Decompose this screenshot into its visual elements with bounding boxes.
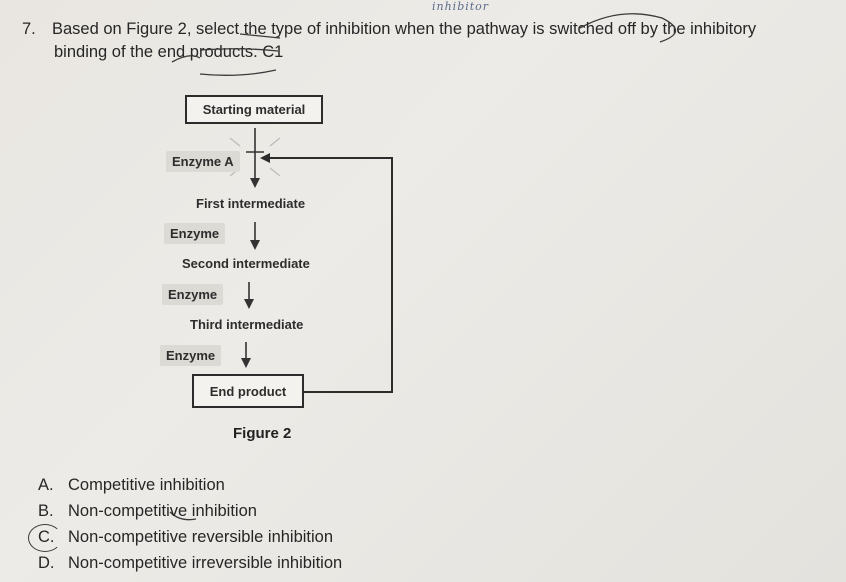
option-a-text: Competitive inhibition xyxy=(68,476,225,494)
third-intermediate-label: Third intermediate xyxy=(190,317,304,332)
starting-material-box: Starting material xyxy=(185,95,323,124)
figure-caption: Figure 2 xyxy=(233,425,292,442)
option-d-letter: D. xyxy=(38,554,55,572)
option-a-letter: A. xyxy=(38,476,54,494)
enzyme-label-1: Enzyme xyxy=(164,223,226,244)
first-intermediate-label: First intermediate xyxy=(196,196,306,211)
question-line-1: Based on Figure 2, select the type of in… xyxy=(52,20,757,38)
end-product-box: End product xyxy=(192,374,304,408)
enzyme-label-3: Enzyme xyxy=(160,345,222,366)
option-b-text: Non-competitive inhibition xyxy=(68,502,257,520)
enzyme-a-label: Enzyme A xyxy=(166,151,240,172)
option-c-text: Non-competitive reversible inhibition xyxy=(68,528,334,546)
second-intermediate-label: Second intermediate xyxy=(182,256,310,271)
option-b-letter: B. xyxy=(38,502,54,520)
question-line-2: binding of the end products. C1 xyxy=(54,43,284,61)
option-d-text: Non-competitive irreversible inhibition xyxy=(68,554,343,572)
option-c[interactable]: C.Non-competitive reversible inhibition xyxy=(38,528,333,547)
question-number: 7. xyxy=(22,20,36,38)
option-b[interactable]: B. Non-competitive inhibition xyxy=(38,502,257,521)
question-text: 7. Based on Figure 2, select the type of … xyxy=(22,18,822,64)
option-d[interactable]: D. Non-competitive irreversible inhibitio… xyxy=(38,554,342,573)
enzyme-label-2: Enzyme xyxy=(162,284,224,305)
option-a[interactable]: A. Competitive inhibition xyxy=(38,476,225,495)
selected-answer-circle xyxy=(28,524,62,552)
